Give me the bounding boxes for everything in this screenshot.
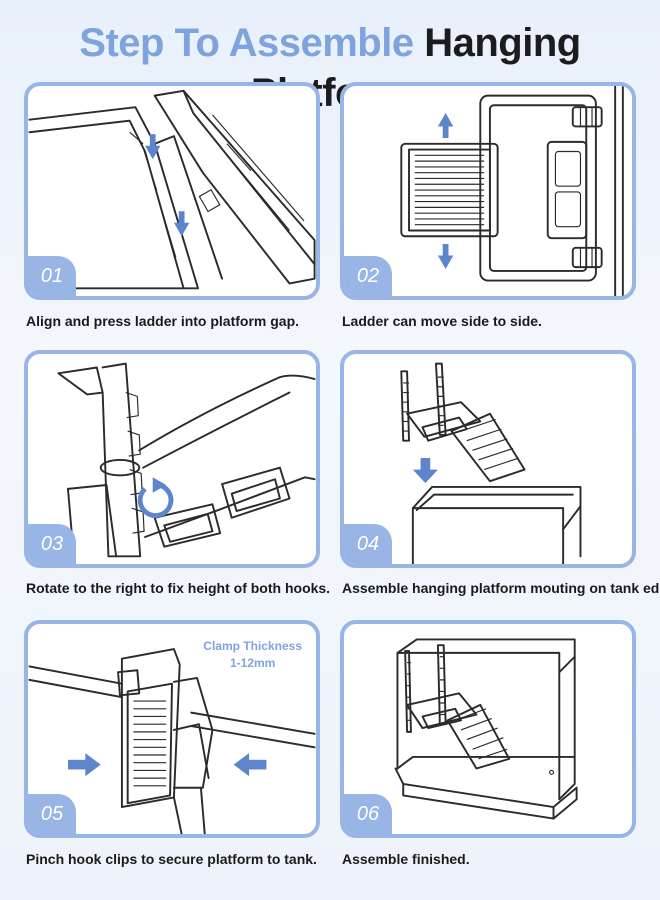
step-6-panel: 06 <box>340 620 636 838</box>
step-6-caption: Assemble finished. <box>342 850 470 868</box>
step-4-number: 04 <box>344 524 392 564</box>
step-3-caption: Rotate to the right to fix height of bot… <box>26 579 330 597</box>
step-2-panel: 02 <box>340 82 636 300</box>
step-1-caption: Align and press ladder into platform gap… <box>26 312 299 330</box>
title-part-1: Step To Assemble <box>79 21 413 65</box>
up-arrow-icon <box>438 113 453 138</box>
down-arrow-icon <box>438 244 453 269</box>
step-3-panel: 03 <box>24 350 320 568</box>
clamp-thickness-label: Clamp Thickness <box>203 638 302 655</box>
step-1-number: 01 <box>28 256 76 296</box>
step-4-panel: 04 <box>340 350 636 568</box>
left-arrow-icon <box>234 753 267 776</box>
step-4-caption: Assemble hanging platform mouting on tan… <box>342 579 660 597</box>
step-6-number: 06 <box>344 794 392 834</box>
clamp-thickness-range: 1-12mm <box>203 655 302 672</box>
step-5-number: 05 <box>28 794 76 834</box>
step-5-caption: Pinch hook clips to secure platform to t… <box>26 850 317 868</box>
clamp-thickness-note: Clamp Thickness 1-12mm <box>203 638 302 672</box>
step-5-panel: Clamp Thickness 1-12mm 05 <box>24 620 320 838</box>
step-2-number: 02 <box>344 256 392 296</box>
step-2-caption: Ladder can move side to side. <box>342 312 542 330</box>
step-1-panel: 01 <box>24 82 320 300</box>
step-3-number: 03 <box>28 524 76 564</box>
right-arrow-icon <box>68 753 101 776</box>
down-arrow-icon <box>413 458 438 483</box>
